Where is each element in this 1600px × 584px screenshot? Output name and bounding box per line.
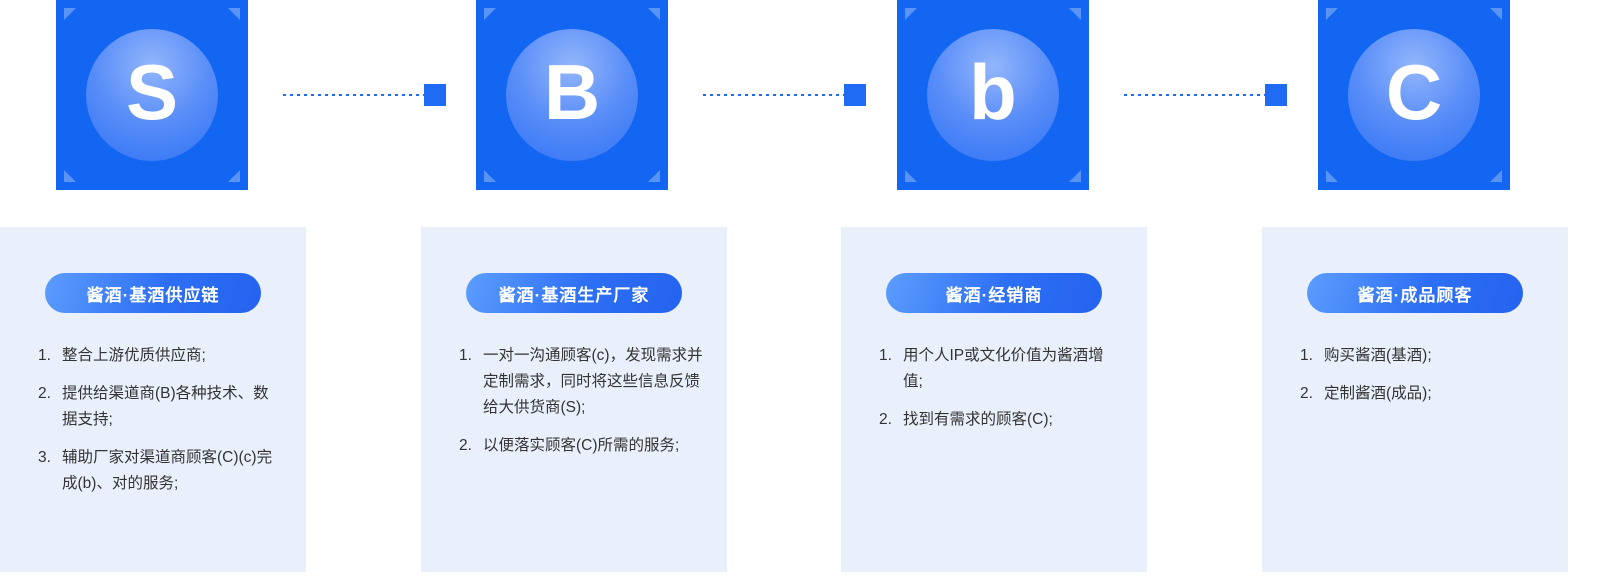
list-item-number: 2. [38,385,51,402]
panel-title-badge: 酱酒·成品顾客 [1307,273,1523,313]
list-item: 3. 辅助厂家对渠道商顾客(C)(c)完成(b)、对的服务; [38,445,282,497]
list-item-number: 3. [38,449,51,466]
list-item-text: 以便落实顾客(C)所需的服务; [483,437,680,454]
node-circle: b [927,29,1059,161]
node-letter: B [543,48,601,136]
list-item: 2. 提供给渠道商(B)各种技术、数据支持; [38,381,282,433]
panel-manufacturer: 酱酒·基酒生产厂家 1. 一对一沟通顾客(c)，发现需求并定制需求，同时将这些信… [421,227,727,572]
list-item-number: 2. [459,437,472,454]
corner-decoration [905,170,917,182]
panel-customer: 酱酒·成品顾客 1. 购买酱酒(基酒); 2. 定制酱酒(成品); [1262,227,1568,572]
list-item: 2. 以便落实顾客(C)所需的服务; [459,433,703,459]
list-item: 1. 用个人IP或文化价值为酱酒增值; [879,343,1123,395]
panel-item-list: 1. 用个人IP或文化价值为酱酒增值; 2. 找到有需求的顾客(C); [879,343,1123,433]
corner-decoration [1069,8,1081,20]
panel-title-badge: 酱酒·基酒供应链 [45,273,261,313]
node-circle: C [1348,29,1480,161]
list-item-number: 2. [1300,385,1313,402]
node-letter: S [125,48,179,136]
node-circle: S [86,29,218,161]
list-item-text: 提供给渠道商(B)各种技术、数据支持; [62,385,269,428]
connector-end-square [424,84,446,106]
panel-distributor: 酱酒·经销商 1. 用个人IP或文化价值为酱酒增值; 2. 找到有需求的顾客(C… [841,227,1147,572]
panel-item-list: 1. 购买酱酒(基酒); 2. 定制酱酒(成品); [1300,343,1544,407]
corner-decoration [228,170,240,182]
corner-decoration [648,170,660,182]
corner-decoration [1326,170,1338,182]
node-square-b-upper: B [476,0,668,190]
corner-decoration [648,8,660,20]
corner-decoration [1326,8,1338,20]
list-item-text: 购买酱酒(基酒); [1324,347,1432,364]
corner-decoration [905,8,917,20]
panel-title-badge: 酱酒·基酒生产厂家 [466,273,682,313]
corner-decoration [484,8,496,20]
corner-decoration [1069,170,1081,182]
list-item: 1. 一对一沟通顾客(c)，发现需求并定制需求，同时将这些信息反馈给大供货商(S… [459,343,703,421]
list-item-number: 2. [879,411,892,428]
corner-decoration [228,8,240,20]
list-item-number: 1. [879,347,892,364]
panel-title-badge: 酱酒·经销商 [886,273,1102,313]
node-letter: b [969,48,1017,136]
connector [283,84,446,106]
corner-decoration [484,170,496,182]
list-item-text: 一对一沟通顾客(c)，发现需求并定制需求，同时将这些信息反馈给大供货商(S); [483,347,703,416]
corner-decoration [64,170,76,182]
panel-item-list: 1. 一对一沟通顾客(c)，发现需求并定制需求，同时将这些信息反馈给大供货商(S… [459,343,703,459]
list-item-text: 找到有需求的顾客(C); [903,411,1053,428]
node-circle: B [506,29,638,161]
corner-decoration [64,8,76,20]
list-item-text: 整合上游优质供应商; [62,347,206,364]
corner-decoration [1490,8,1502,20]
list-item: 2. 找到有需求的顾客(C); [879,407,1123,433]
list-item: 1. 购买酱酒(基酒); [1300,343,1544,369]
connector-end-square [1265,84,1287,106]
list-item-number: 1. [459,347,472,364]
connector [1124,84,1287,106]
panel-supply-chain: 酱酒·基酒供应链 1. 整合上游优质供应商; 2. 提供给渠道商(B)各种技术、… [0,227,306,572]
list-item: 2. 定制酱酒(成品); [1300,381,1544,407]
connector-dotted-line [283,94,424,96]
corner-decoration [1490,170,1502,182]
node-square-c: C [1318,0,1510,190]
list-item-number: 1. [1300,347,1313,364]
panel-item-list: 1. 整合上游优质供应商; 2. 提供给渠道商(B)各种技术、数据支持; 3. … [38,343,282,497]
node-square-b-lower: b [897,0,1089,190]
connector-end-square [844,84,866,106]
node-square-s: S [56,0,248,190]
list-item-text: 用个人IP或文化价值为酱酒增值; [903,347,1104,390]
list-item: 1. 整合上游优质供应商; [38,343,282,369]
list-item-text: 定制酱酒(成品); [1324,385,1432,402]
list-item-number: 1. [38,347,51,364]
connector-dotted-line [703,94,844,96]
node-letter: C [1385,48,1443,136]
connector [703,84,866,106]
list-item-text: 辅助厂家对渠道商顾客(C)(c)完成(b)、对的服务; [62,449,273,492]
connector-dotted-line [1124,94,1265,96]
